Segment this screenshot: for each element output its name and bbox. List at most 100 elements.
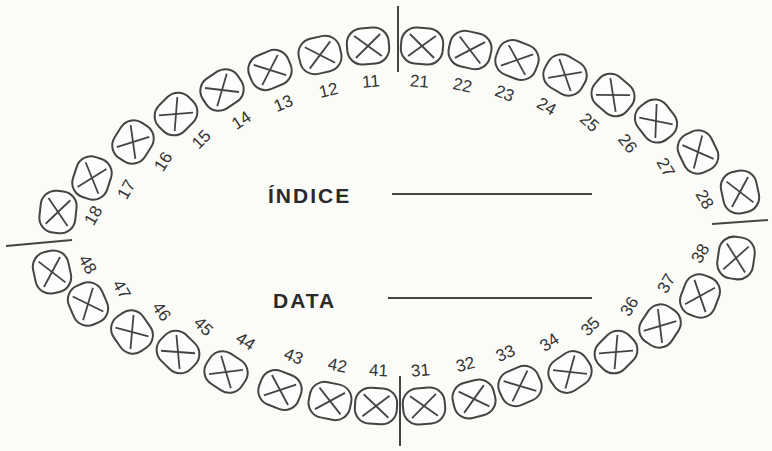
tooth-cross <box>159 97 193 131</box>
tooth-cross <box>73 288 104 321</box>
tooth-cross <box>209 356 243 389</box>
tooth-cross <box>159 97 193 131</box>
tooth <box>354 387 398 425</box>
tooth-cross <box>723 244 748 273</box>
tooth-cross <box>362 394 389 418</box>
tooth-cross <box>553 356 587 389</box>
tooth-number: 35 <box>578 314 603 339</box>
tooth-cross <box>455 36 485 63</box>
tooth <box>491 36 543 85</box>
tooth <box>538 49 592 101</box>
blank-line <box>388 297 592 299</box>
tooth-cross <box>410 394 438 418</box>
tooth-cross <box>116 315 149 349</box>
tooth-cross <box>209 356 243 389</box>
tooth <box>105 304 159 359</box>
blank-line <box>392 193 592 195</box>
tooth-outline <box>195 63 250 116</box>
tooth-cross <box>117 125 149 159</box>
tooth-cross <box>117 125 149 159</box>
tooth-number: 24 <box>534 94 559 118</box>
tooth-number: 42 <box>326 356 348 377</box>
tooth-number: 18 <box>82 203 106 228</box>
tooth-cross <box>682 136 713 169</box>
tooth-outline <box>295 33 344 78</box>
tooth <box>254 366 306 415</box>
tooth-cross <box>408 34 436 58</box>
tooth-cross <box>501 45 533 75</box>
tooth-outline <box>306 379 354 423</box>
tooth <box>449 376 499 421</box>
tooth-cross <box>727 177 754 207</box>
midline <box>397 6 399 72</box>
tooth-number: 36 <box>618 294 643 319</box>
tooth-outline <box>588 324 643 379</box>
field-label: DATA <box>273 290 336 311</box>
tooth-cross <box>116 315 149 349</box>
tooth-outline <box>346 26 391 65</box>
tooth-cross <box>723 244 748 273</box>
tooth-number: 15 <box>189 127 214 152</box>
tooth-cross <box>644 309 677 343</box>
tooth-number: 13 <box>272 92 296 115</box>
tooth-cross <box>685 280 715 312</box>
tooth-number: 22 <box>451 75 473 96</box>
tooth-number: 33 <box>493 341 517 364</box>
tooth-number: 14 <box>229 108 254 133</box>
tooth-outline <box>446 28 495 72</box>
field-label: ÍNDICE <box>268 185 351 206</box>
tooth-number: 32 <box>454 354 477 375</box>
tooth-cross <box>599 335 633 369</box>
tooth-number: 23 <box>492 82 516 105</box>
tooth-number: 44 <box>233 330 258 355</box>
tooth-number: 38 <box>688 241 712 266</box>
arch-divider <box>6 240 72 246</box>
tooth <box>63 278 113 331</box>
tooth <box>633 299 686 354</box>
tooth <box>629 93 683 148</box>
tooth-cross <box>205 74 239 107</box>
tooth-outline <box>244 45 297 94</box>
tooth <box>494 361 547 411</box>
tooth-cross <box>254 55 286 85</box>
tooth-cross <box>354 34 382 58</box>
tooth-outline <box>494 361 547 411</box>
tooth-number: 27 <box>654 155 678 180</box>
tooth-outline <box>673 125 724 179</box>
tooth-number: 37 <box>654 271 678 296</box>
tooth-cross <box>682 136 713 169</box>
tooth-cross <box>504 371 537 402</box>
tooth-outline <box>401 386 446 426</box>
tooth-cross <box>161 335 195 369</box>
tooth-cross <box>408 34 436 58</box>
tooth-number: 28 <box>693 187 717 212</box>
tooth-outline <box>107 115 160 170</box>
tooth <box>244 45 297 94</box>
tooth-outline <box>491 36 543 85</box>
tooth-outline <box>633 299 686 354</box>
tooth-outline <box>105 304 159 359</box>
tooth-outline <box>63 278 113 331</box>
tooth-cross <box>77 162 106 194</box>
tooth-cross <box>548 59 582 91</box>
tooth <box>676 270 725 322</box>
tooth <box>446 28 495 72</box>
tooth-cross <box>354 34 382 58</box>
tooth-outline <box>400 26 445 65</box>
tooth-cross <box>161 335 195 369</box>
tooth-cross <box>596 78 630 112</box>
tooth-number: 46 <box>149 299 174 324</box>
tooth-cross <box>264 375 296 405</box>
tooth-cross <box>459 385 490 413</box>
tooth-cross <box>727 177 754 207</box>
tooth-cross <box>46 198 71 226</box>
tooth-outline <box>199 345 254 398</box>
tooth <box>38 189 78 235</box>
tooth-number: 31 <box>411 361 431 380</box>
tooth-cross <box>639 104 672 138</box>
tooth-cross <box>205 74 239 107</box>
tooth <box>107 115 160 170</box>
tooth-cross <box>264 375 296 405</box>
tooth-outline <box>718 168 762 217</box>
midline <box>399 376 401 446</box>
